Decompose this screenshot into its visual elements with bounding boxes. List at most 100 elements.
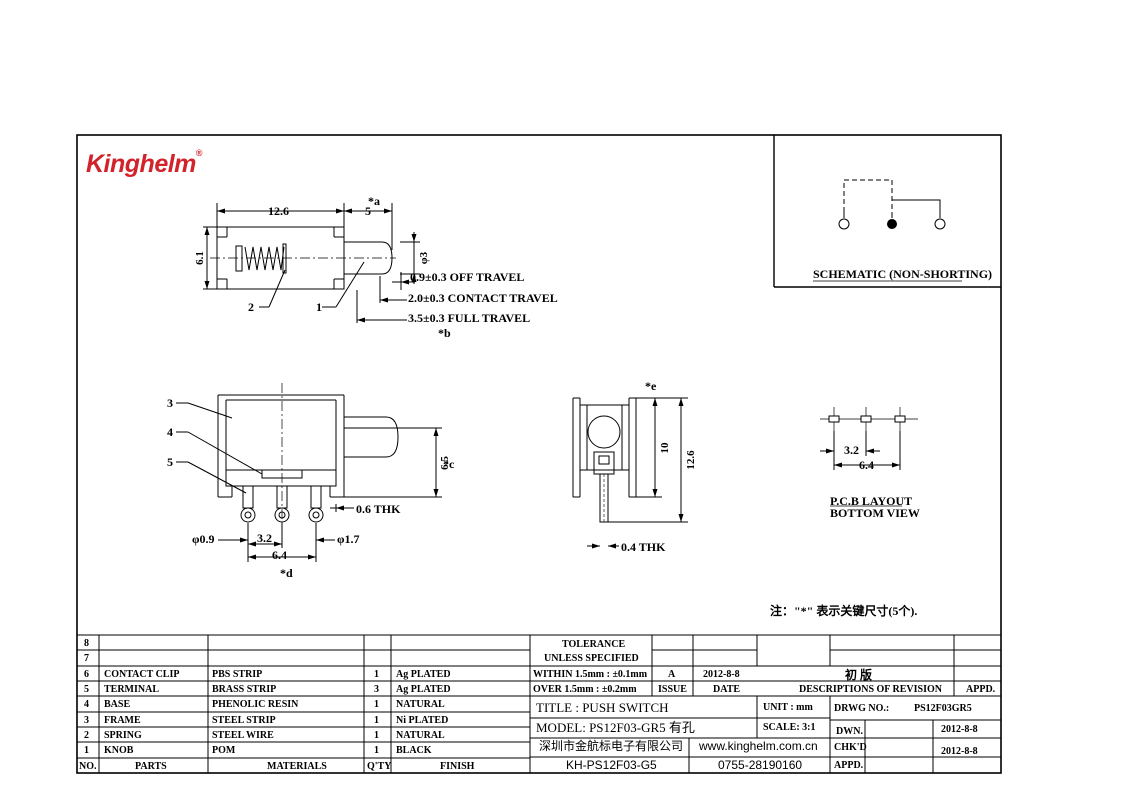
drawing-title: TITLE : PUSH SWITCH <box>536 700 669 715</box>
bom-header-finish: FINISH <box>440 761 475 772</box>
pcb-layout-subtitle: BOTTOM VIEW <box>830 506 920 520</box>
dim-phi3: φ3 <box>418 251 430 264</box>
callout-5: 5 <box>167 455 173 469</box>
dim-10: 10 <box>659 442 671 454</box>
brand-reg: ® <box>195 148 203 158</box>
dim-12-6: 12.6 <box>268 204 289 218</box>
company-phone: 0755-28190160 <box>718 758 803 772</box>
chkd-date: 2012-8-8 <box>941 746 978 757</box>
callout-3: 3 <box>167 396 173 410</box>
chkd-label: CHK'D <box>834 742 867 753</box>
pcb-layout-title: P.C.B LAYOUT <box>830 494 913 508</box>
revision-issue-header: ISSUE <box>658 684 687 695</box>
bom-row-1-no: 1 <box>84 745 89 756</box>
callout-4: 4 <box>167 425 173 439</box>
bom-row-8-no: 8 <box>84 638 89 649</box>
bom-row-1-qty: 1 <box>374 745 379 756</box>
dim-star-a: *a <box>368 194 380 208</box>
bom-header-qty: Q'TY <box>367 761 392 772</box>
off-travel-label: 0.9±0.3 OFF TRAVEL <box>410 270 525 284</box>
revision-date-header: DATE <box>713 684 741 695</box>
bom-row-6-qty: 1 <box>374 669 379 680</box>
bom-row-5-qty: 3 <box>374 684 379 695</box>
bom-row-3-qty: 1 <box>374 715 379 726</box>
dim-5: 5 <box>365 204 371 218</box>
dim-star-e: *e <box>645 379 657 393</box>
pcb-dim-3-2: 3.2 <box>844 443 859 457</box>
thk-0-6: 0.6 THK <box>356 502 401 516</box>
revision-date: 2012-8-8 <box>703 669 740 680</box>
bom-header-no: NO. <box>79 761 97 772</box>
bom-row-5-no: 5 <box>84 684 89 695</box>
bom-row-3-finish: Ni PLATED <box>396 715 449 726</box>
dim-phi-1-7: φ1.7 <box>337 532 360 546</box>
bom-row-5-finish: Ag PLATED <box>396 684 451 695</box>
bom-row-2-no: 2 <box>84 730 89 741</box>
contact-travel-label: 2.0±0.3 CONTACT TRAVEL <box>408 291 558 305</box>
bom-row-3-material: STEEL STRIP <box>212 715 276 726</box>
dim-star-d: *d <box>280 566 293 580</box>
company-name: 深圳市金航标电子有限公司 <box>539 739 684 753</box>
callout-2: 2 <box>248 300 254 314</box>
dim-3-2: 3.2 <box>257 531 272 545</box>
kinghelm-logo: Kinghelm® <box>86 148 203 179</box>
drwg-no-value: PS12F03GR5 <box>914 703 972 714</box>
dwn-label: DWN. <box>836 726 863 737</box>
key-dimension-note: 注："*" 表示关键尺寸(5个). <box>770 604 918 618</box>
bom-row-6-finish: Ag PLATED <box>396 669 451 680</box>
bom-row-6-part: CONTACT CLIP <box>104 669 180 680</box>
bom-row-4-material: PHENOLIC RESIN <box>212 699 299 710</box>
bom-row-4-qty: 1 <box>374 699 379 710</box>
dim-6-1: 6.1 <box>194 251 206 265</box>
bom-row-2-part: SPRING <box>104 730 142 741</box>
brand-name: Kinghelm <box>86 150 196 178</box>
bom-row-3-part: FRAME <box>104 715 141 726</box>
dwn-date: 2012-8-8 <box>941 724 978 735</box>
pcb-dim-6-4: 6.4 <box>859 458 874 472</box>
tolerance-label: TOLERANCE <box>562 639 626 650</box>
tolerance-unless: UNLESS SPECIFIED <box>544 653 639 664</box>
tolerance-over: OVER 1.5mm : ±0.2mm <box>533 684 637 695</box>
bom-row-1-finish: BLACK <box>396 745 432 756</box>
revision-description: 初 版 <box>845 668 873 682</box>
bom-row-2-qty: 1 <box>374 730 379 741</box>
schematic-label: SCHEMATIC (NON-SHORTING) <box>813 267 993 281</box>
full-travel-label: 3.5±0.3 FULL TRAVEL <box>408 311 531 325</box>
bom-row-7-no: 7 <box>84 653 89 664</box>
model-number: MODEL: PS12F03-GR5 有孔 <box>536 720 695 735</box>
bom-row-5-part: TERMINAL <box>104 684 160 695</box>
bom-row-4-no: 4 <box>84 699 89 710</box>
dim-6-5: 6.5 <box>439 456 451 470</box>
scale-label: SCALE: 3:1 <box>763 722 816 733</box>
bom-row-6-no: 6 <box>84 669 89 680</box>
tolerance-within: WITHIN 1.5mm : ±0.1mm <box>533 669 648 680</box>
drwg-no-label: DRWG NO.: <box>834 703 890 714</box>
appd-label: APPD. <box>834 760 864 771</box>
bom-row-4-finish: NATURAL <box>396 699 445 710</box>
product-code: KH-PS12F03-G5 <box>566 758 657 772</box>
bom-header-parts: PARTS <box>135 761 167 772</box>
bom-row-6-material: PBS STRIP <box>212 669 263 680</box>
dim-12-6-side: 12.6 <box>685 450 697 470</box>
revision-desc-header: DESCRIPTIONS OF REVISION <box>799 684 942 695</box>
bom-header-materials: MATERIALS <box>267 761 327 772</box>
dim-6-4: 6.4 <box>272 548 287 562</box>
revision-appd-header: APPD. <box>966 684 996 695</box>
callout-1: 1 <box>316 300 322 314</box>
bom-row-3-no: 3 <box>84 715 89 726</box>
thk-0-4: 0.4 THK <box>621 540 666 554</box>
bom-row-2-material: STEEL WIRE <box>212 730 274 741</box>
unit-label: UNIT : mm <box>763 702 813 713</box>
dim-phi-0-9: φ0.9 <box>192 532 215 546</box>
bom-row-1-material: POM <box>212 745 236 756</box>
bom-row-4-part: BASE <box>104 699 131 710</box>
bom-row-5-material: BRASS STRIP <box>212 684 277 695</box>
dim-star-b: *b <box>438 326 451 340</box>
bom-row-1-part: KNOB <box>104 745 134 756</box>
revision-issue: A <box>668 669 676 680</box>
dim-star-c: *c <box>443 457 455 471</box>
bom-row-2-finish: NATURAL <box>396 730 445 741</box>
company-website: www.kinghelm.com.cn <box>699 739 818 753</box>
